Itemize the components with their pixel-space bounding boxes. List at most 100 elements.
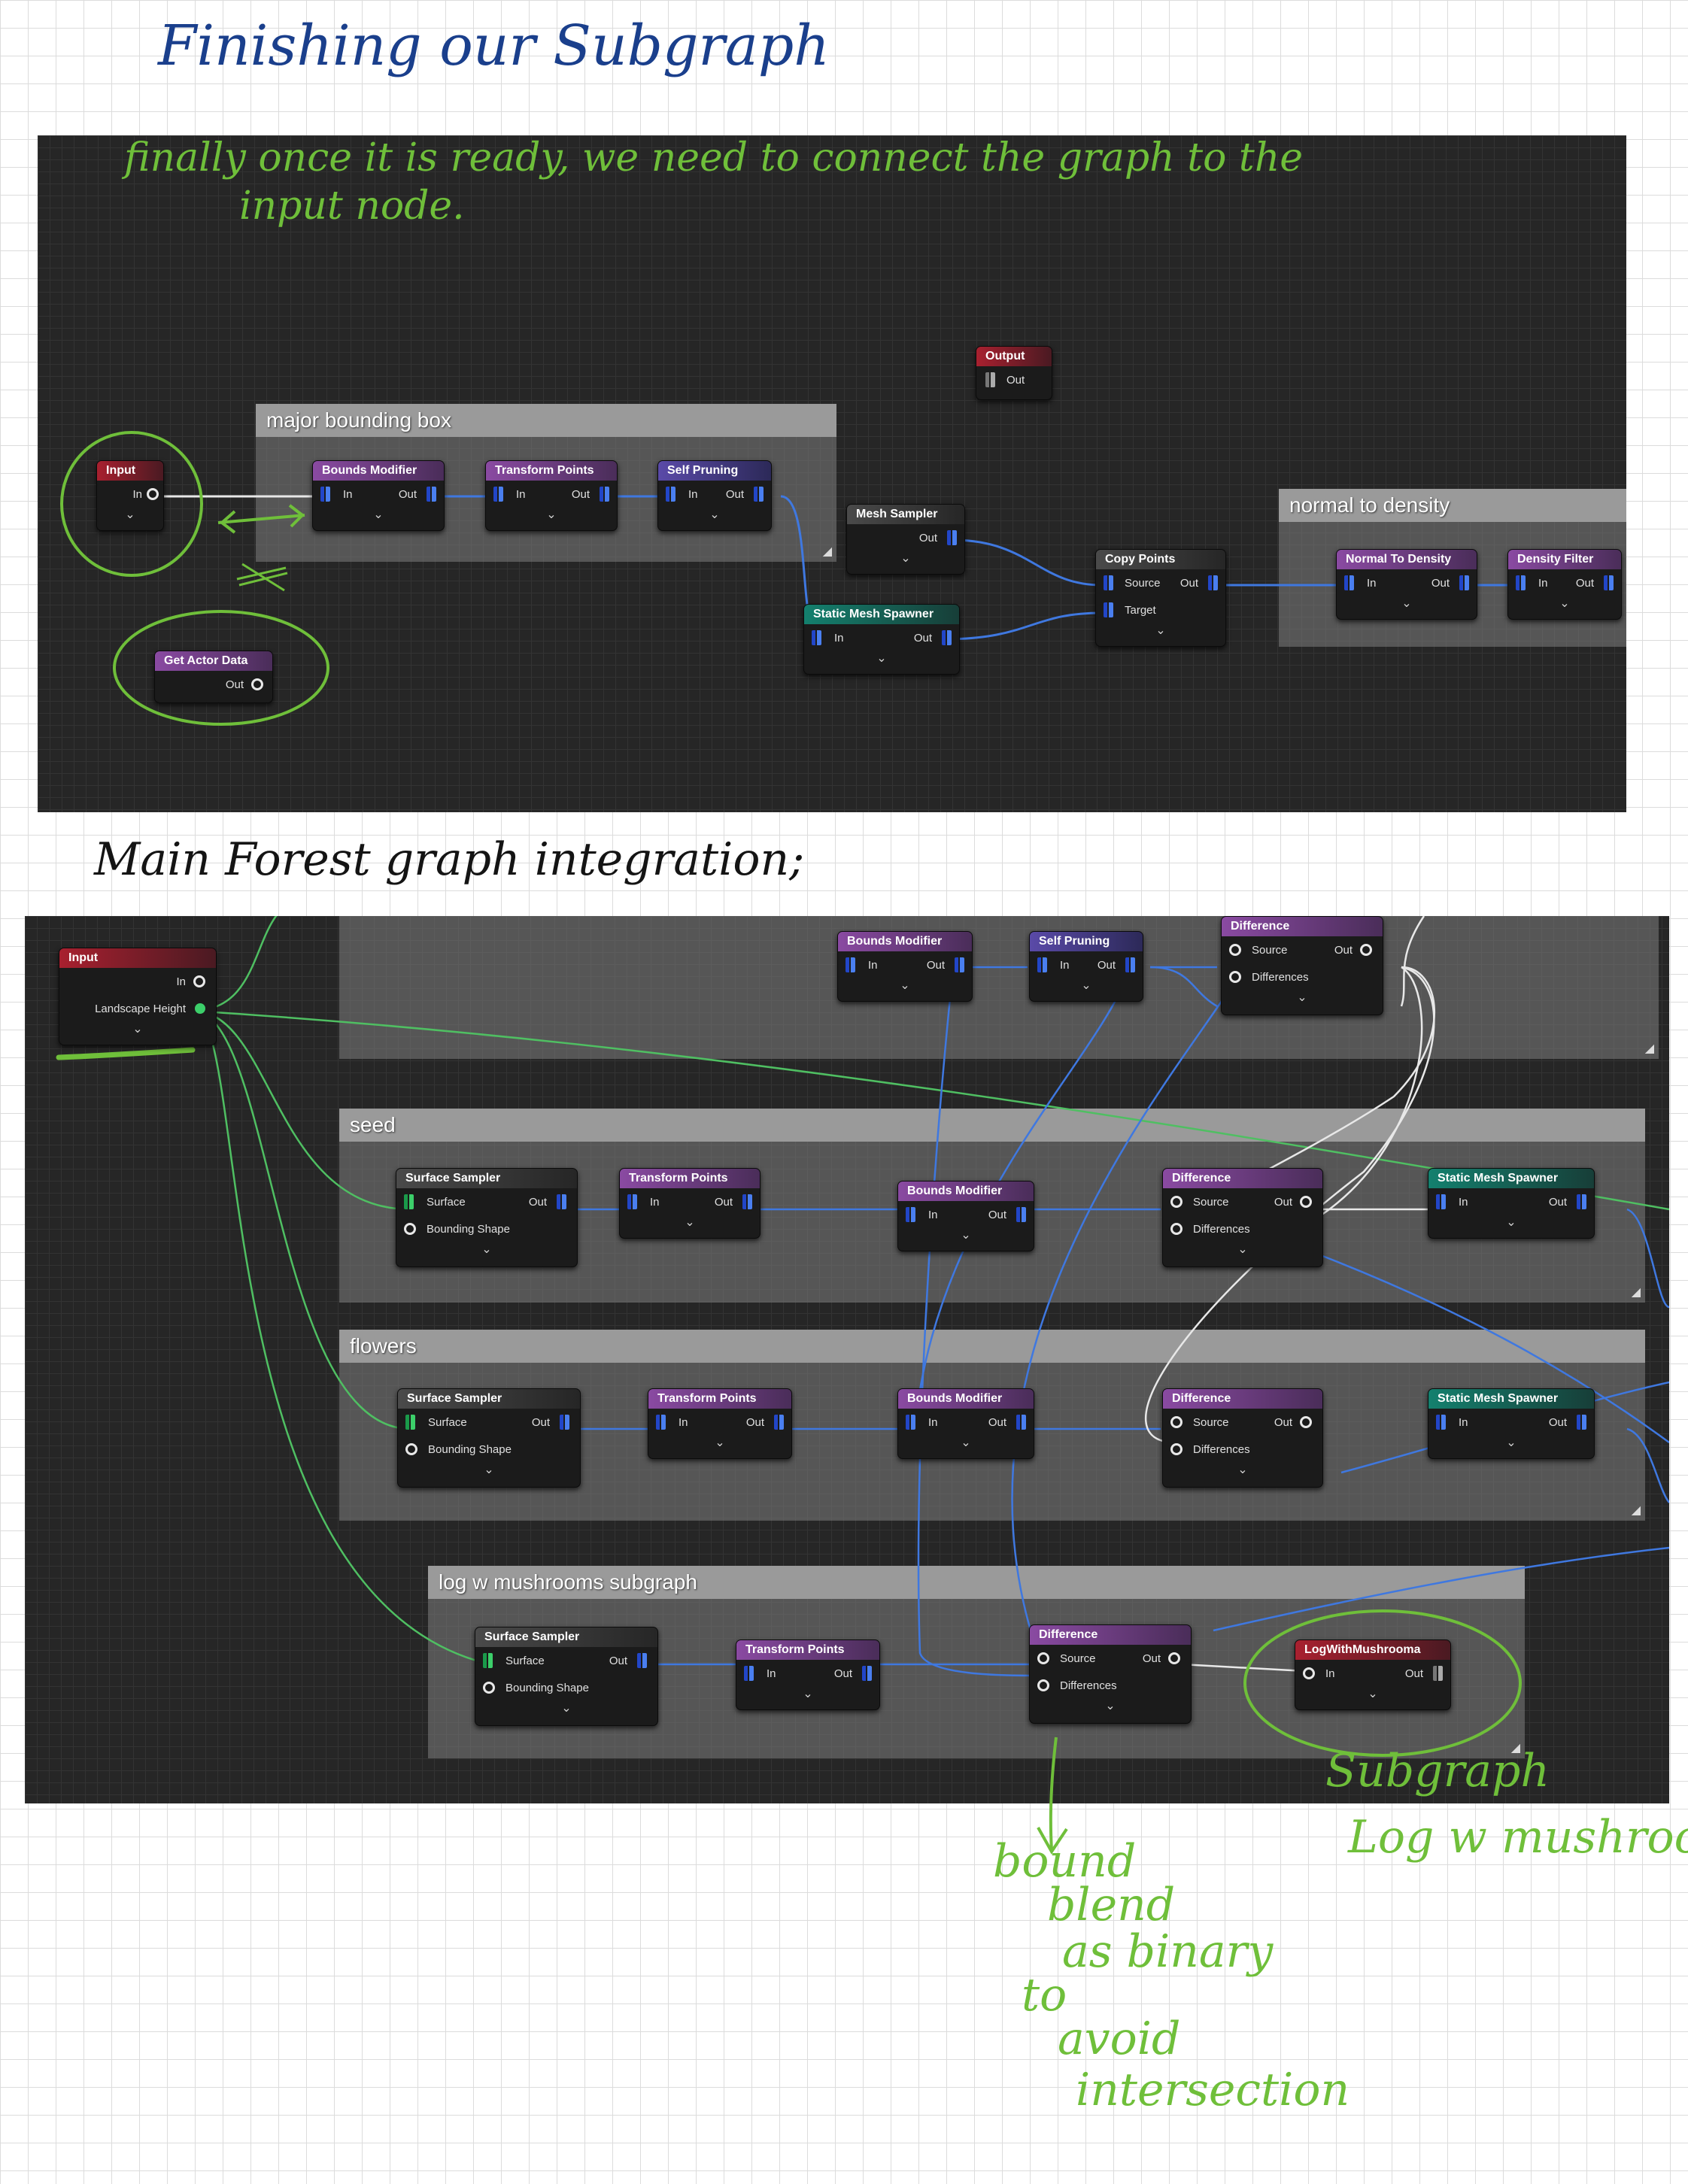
input-pin[interactable] [846, 957, 855, 972]
input-pin[interactable] [656, 1415, 666, 1430]
expand-chevron-icon[interactable]: ⌄ [961, 1436, 971, 1449]
input-pin[interactable] [812, 630, 821, 645]
output-pin[interactable] [1016, 1415, 1026, 1430]
input-pin[interactable] [483, 1653, 493, 1668]
expand-chevron-icon[interactable]: ⌄ [1506, 1216, 1516, 1229]
resize-grip-icon[interactable]: ◢ [1631, 1504, 1641, 1517]
output-pin[interactable] [1208, 575, 1218, 590]
comment-top-partial[interactable]: ◢ [339, 916, 1659, 1059]
expand-chevron-icon[interactable]: ⌄ [1237, 1243, 1248, 1256]
expand-chevron-icon[interactable]: ⌄ [1105, 1700, 1116, 1712]
output-pin[interactable] [600, 487, 609, 502]
input-pin[interactable] [1229, 971, 1241, 983]
input-pin[interactable] [1170, 1416, 1183, 1428]
output-pin[interactable] [1360, 944, 1372, 956]
output-pin[interactable] [947, 530, 957, 545]
input-pin[interactable] [405, 1415, 415, 1430]
output-pin[interactable] [774, 1415, 784, 1430]
forest-graph-canvas[interactable]: ◢ seed ◢ flowers ◢ log w mushrooms subgr… [25, 916, 1669, 1803]
output-pin[interactable] [1300, 1196, 1312, 1208]
expand-chevron-icon[interactable]: ⌄ [1368, 1688, 1378, 1700]
expand-chevron-icon[interactable]: ⌄ [1559, 597, 1570, 610]
output-pin[interactable] [560, 1415, 569, 1430]
output-pin[interactable] [1459, 575, 1469, 590]
expand-chevron-icon[interactable]: ⌄ [484, 1464, 494, 1476]
output-pin[interactable] [862, 1666, 872, 1681]
output-pin[interactable] [754, 487, 764, 502]
output-pin[interactable] [955, 957, 964, 972]
output-pin[interactable] [251, 678, 263, 690]
expand-chevron-icon[interactable]: ⌄ [715, 1436, 725, 1449]
expand-chevron-icon[interactable]: ⌄ [685, 1216, 695, 1229]
input-pin[interactable] [404, 1194, 414, 1209]
input-pin[interactable] [1037, 1679, 1049, 1691]
output-pin[interactable] [1168, 1652, 1180, 1664]
expand-chevron-icon[interactable]: ⌄ [876, 652, 887, 665]
input-pin[interactable] [483, 1682, 495, 1694]
input-pin[interactable] [1170, 1223, 1183, 1235]
top-graph-canvas[interactable]: finally once it is ready, we need to con… [38, 135, 1626, 812]
output-pin[interactable] [557, 1194, 566, 1209]
expand-chevron-icon[interactable]: ⌄ [1506, 1436, 1516, 1449]
input-pin[interactable] [320, 487, 330, 502]
input-pin[interactable] [744, 1666, 754, 1681]
input-pin[interactable] [1229, 944, 1241, 956]
expand-chevron-icon[interactable]: ⌄ [900, 552, 911, 565]
expand-chevron-icon[interactable]: ⌄ [1297, 991, 1307, 1004]
output-pin[interactable] [942, 630, 952, 645]
input-pin[interactable] [1170, 1196, 1183, 1208]
node-get-actor-data[interactable]: Get Actor Data Out [154, 651, 273, 703]
expand-chevron-icon[interactable]: ⌄ [1081, 979, 1091, 992]
node-input[interactable]: Input In Landscape Height ⌄ [59, 948, 217, 1045]
input-pin[interactable] [1436, 1194, 1446, 1209]
expand-chevron-icon[interactable]: ⌄ [561, 1702, 572, 1715]
input-pin[interactable] [405, 1443, 417, 1455]
output-pin[interactable] [742, 1194, 752, 1209]
input-pin[interactable] [666, 487, 676, 502]
input-pin[interactable] [493, 487, 503, 502]
output-pin[interactable] [1577, 1194, 1586, 1209]
input-pin[interactable] [906, 1415, 915, 1430]
input-pin[interactable] [906, 1207, 915, 1222]
expand-chevron-icon[interactable]: ⌄ [125, 508, 135, 521]
expand-chevron-icon[interactable]: ⌄ [546, 508, 557, 521]
output-pin[interactable] [193, 975, 205, 987]
expand-chevron-icon[interactable]: ⌄ [961, 1229, 971, 1242]
output-pin[interactable] [1300, 1416, 1312, 1428]
output-pin[interactable] [1016, 1207, 1026, 1222]
expand-chevron-icon[interactable]: ⌄ [373, 508, 384, 521]
node-output[interactable]: Output Out [976, 346, 1052, 400]
expand-chevron-icon[interactable]: ⌄ [1237, 1464, 1248, 1476]
node-input[interactable]: Input In ⌄ [96, 460, 164, 531]
expand-chevron-icon[interactable]: ⌄ [481, 1243, 492, 1256]
node-mesh-sampler[interactable]: Mesh Sampler Out ⌄ [846, 504, 965, 575]
output-pin[interactable] [147, 488, 159, 500]
input-pin[interactable] [627, 1194, 637, 1209]
output-pin[interactable] [1125, 957, 1135, 972]
resize-grip-icon[interactable]: ◢ [1644, 1042, 1654, 1055]
resize-grip-icon[interactable]: ◢ [1631, 1286, 1641, 1299]
input-pin[interactable] [404, 1223, 416, 1235]
input-pin[interactable] [1037, 957, 1047, 972]
expand-chevron-icon[interactable]: ⌄ [1401, 597, 1412, 610]
output-pin[interactable] [1604, 575, 1614, 590]
